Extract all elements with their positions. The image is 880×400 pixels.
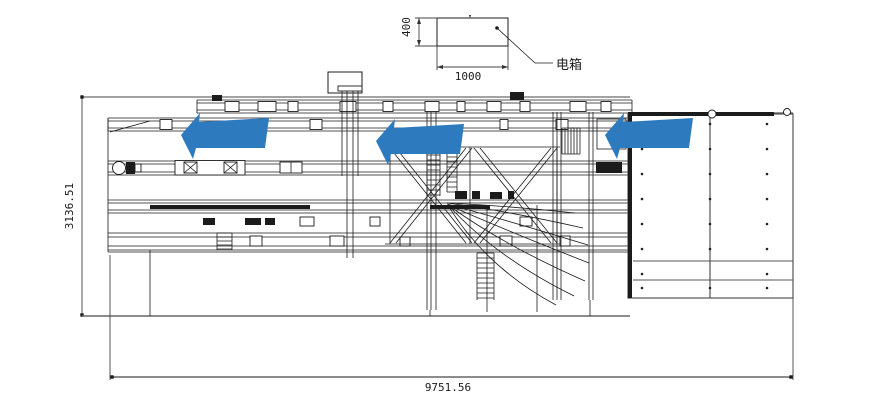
detail-width-dim-text: 1000 (455, 70, 482, 83)
leader-line (496, 27, 553, 64)
electrical-box-detail-view: 400 1000 电箱 (400, 15, 582, 83)
overall-dimensions: 3136.51 9751.56 (63, 95, 794, 394)
top-rail (196, 92, 633, 114)
lower-rail (108, 199, 632, 227)
overall-height-dim-text: 3136.51 (63, 183, 76, 229)
infeed-panel (627, 108, 794, 299)
flow-arrow-left-3 (605, 113, 693, 159)
x-brace-truss (385, 127, 581, 245)
panel-pivot-circle (707, 109, 717, 119)
middle-rail (108, 160, 632, 176)
carriage-blocks-row (455, 191, 514, 199)
flow-arrow-left-1 (181, 113, 269, 159)
upper-conveyor-rail (107, 117, 632, 133)
cable-fan (446, 202, 590, 312)
electrical-box-label: 电箱 (556, 57, 582, 73)
detail-height-dim-text: 400 (400, 17, 413, 37)
bottom-rail (107, 118, 632, 253)
panel-pivot-circle (783, 108, 791, 116)
electrical-box-outline (436, 17, 509, 47)
vertical-columns (149, 85, 594, 316)
machine-body (107, 85, 633, 316)
small-callout-box (327, 71, 363, 94)
overall-length-dim-text: 9751.56 (425, 381, 471, 394)
flow-arrow-left-2 (376, 119, 464, 165)
